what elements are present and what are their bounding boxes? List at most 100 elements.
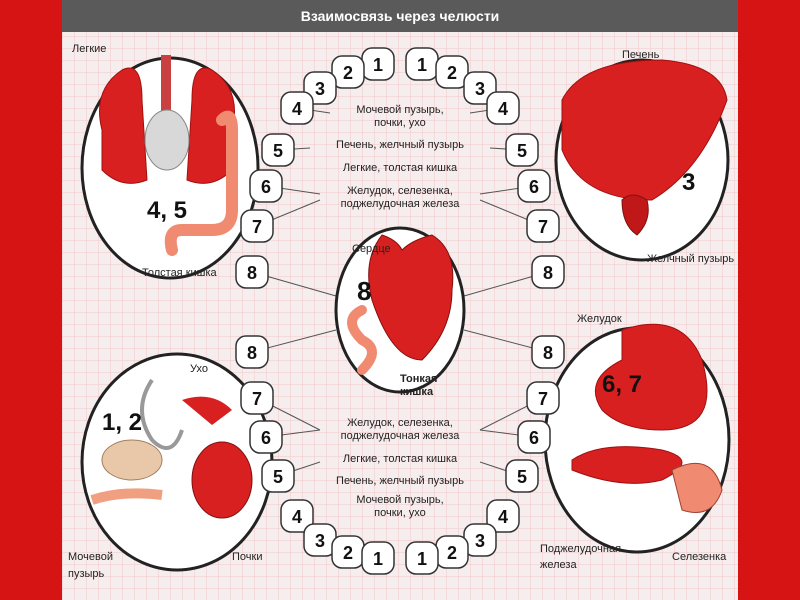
tooth-lower-right-7: 7	[526, 381, 560, 415]
pancreas-label-2: железа	[540, 559, 577, 571]
svg-text:3: 3	[315, 531, 325, 551]
svg-text:5: 5	[517, 141, 527, 161]
kidney-label: Почки	[232, 551, 262, 563]
stomach-teeth: 6, 7	[602, 371, 642, 398]
heart-teeth: 8	[357, 276, 371, 306]
tooth-lower-left-1: 1	[361, 541, 395, 575]
liver-panel	[554, 58, 730, 262]
tooth-upper-left-4: 4	[280, 91, 314, 125]
tooth-lower-right-3: 3	[463, 523, 497, 557]
svg-text:4: 4	[292, 507, 302, 527]
svg-text:8: 8	[247, 343, 257, 363]
lungs-title: Легкие	[72, 43, 106, 55]
tooth-upper-right-8: 8	[531, 255, 565, 289]
urethra-shape	[90, 488, 163, 505]
svg-text:4: 4	[498, 507, 508, 527]
tooth-upper-right-4: 4	[486, 91, 520, 125]
svg-text:2: 2	[343, 63, 353, 83]
tooth-upper-right-5: 5	[505, 133, 539, 167]
tooth-upper-left-7: 7	[240, 209, 274, 243]
heart-panel	[334, 226, 466, 394]
label-top-67b: поджелудочная железа	[341, 198, 461, 210]
svg-text:8: 8	[543, 263, 553, 283]
bladder-label-1: Мочевой	[68, 551, 113, 563]
ear-shape	[140, 378, 184, 450]
svg-text:1: 1	[373, 549, 383, 569]
svg-text:6: 6	[529, 177, 539, 197]
label-top-12: Мочевой пузырь,	[356, 104, 443, 116]
svg-text:6: 6	[261, 177, 271, 197]
left-lung	[99, 67, 148, 184]
tooth-upper-left-6: 6	[249, 169, 283, 203]
liver-sub: Желчный пузырь	[647, 253, 734, 265]
svg-text:6: 6	[261, 428, 271, 448]
tooth-upper-right-6: 6	[517, 169, 551, 203]
svg-text:1: 1	[417, 55, 427, 75]
label-top-3: Печень, желчный пузырь	[336, 139, 464, 151]
tooth-upper-left-8: 8	[235, 255, 269, 289]
tooth-upper-right-2: 2	[435, 55, 469, 89]
tooth-lower-right-6: 6	[517, 420, 551, 454]
tooth-upper-left-3: 3	[303, 71, 337, 105]
stomach-shape	[594, 323, 708, 431]
small-intestine-shape	[347, 305, 377, 375]
tooth-upper-right-1: 1	[405, 47, 439, 81]
svg-text:7: 7	[538, 217, 548, 237]
tooth-lower-left-6: 6	[249, 420, 283, 454]
lungs-sub: Толстая кишка	[142, 267, 218, 279]
tooth-lower-left-4: 4	[280, 499, 314, 533]
lungs-heart	[144, 109, 190, 171]
tooth-upper-left-5: 5	[261, 133, 295, 167]
spleen-shape	[671, 462, 723, 513]
label-bot-45: Легкие, толстая кишка	[343, 453, 458, 465]
tooth-lower-right-8: 8	[531, 335, 565, 369]
tooth-lower-left-5: 5	[261, 459, 295, 493]
tooth-lower-right-4: 4	[486, 499, 520, 533]
lungs-panel	[80, 55, 260, 280]
label-bot-12b: почки, ухо	[374, 507, 426, 519]
tooth-lower-left-8: 8	[235, 335, 269, 369]
label-top-45: Легкие, толстая кишка	[343, 162, 458, 174]
colon	[164, 110, 238, 256]
svg-text:3: 3	[475, 79, 485, 99]
heart-sub2: кишка	[400, 386, 434, 398]
heart-title: Сердце	[352, 243, 391, 255]
svg-text:7: 7	[538, 389, 548, 409]
label-bot-67: Желудок, селезенка,	[347, 417, 453, 429]
svg-text:6: 6	[529, 428, 539, 448]
gallbladder-shape	[621, 194, 649, 236]
liver-title: Печень	[622, 49, 660, 61]
svg-text:5: 5	[273, 141, 283, 161]
heart-sub1: Тонкая	[400, 373, 437, 385]
stomach-title: Желудок	[577, 313, 622, 325]
label-bot-67b: поджелудочная железа	[341, 430, 461, 442]
ear-canal	[182, 396, 232, 425]
svg-text:4: 4	[292, 99, 302, 119]
svg-text:8: 8	[247, 263, 257, 283]
label-top-67: Желудок, селезенка,	[347, 185, 453, 197]
title-bar: Взаимосвязь через челюсти	[62, 0, 738, 32]
stomach-panel	[543, 323, 731, 554]
bladder-label-2: пузырь	[68, 568, 105, 580]
pancreas-shape	[571, 446, 683, 484]
trachea	[161, 55, 171, 115]
svg-text:3: 3	[315, 79, 325, 99]
svg-text:3: 3	[475, 531, 485, 551]
svg-text:2: 2	[343, 543, 353, 563]
tooth-upper-right-7: 7	[526, 209, 560, 243]
svg-text:7: 7	[252, 389, 262, 409]
tooth-upper-left-1: 1	[361, 47, 395, 81]
ear-kidney-panel	[80, 352, 274, 572]
right-lung	[186, 67, 235, 184]
svg-text:5: 5	[273, 467, 283, 487]
page-title: Взаимосвязь через челюсти	[300, 8, 500, 24]
label-top-12b: почки, ухо	[374, 117, 426, 129]
tooth-lower-left-7: 7	[240, 381, 274, 415]
liver-teeth: 3	[682, 169, 695, 196]
lungs-teeth: 4, 5	[147, 197, 187, 224]
kidney-shape	[191, 441, 253, 519]
tooth-upper-right-3: 3	[463, 71, 497, 105]
svg-text:2: 2	[447, 63, 457, 83]
label-bot-12: Мочевой пузырь,	[356, 494, 443, 506]
